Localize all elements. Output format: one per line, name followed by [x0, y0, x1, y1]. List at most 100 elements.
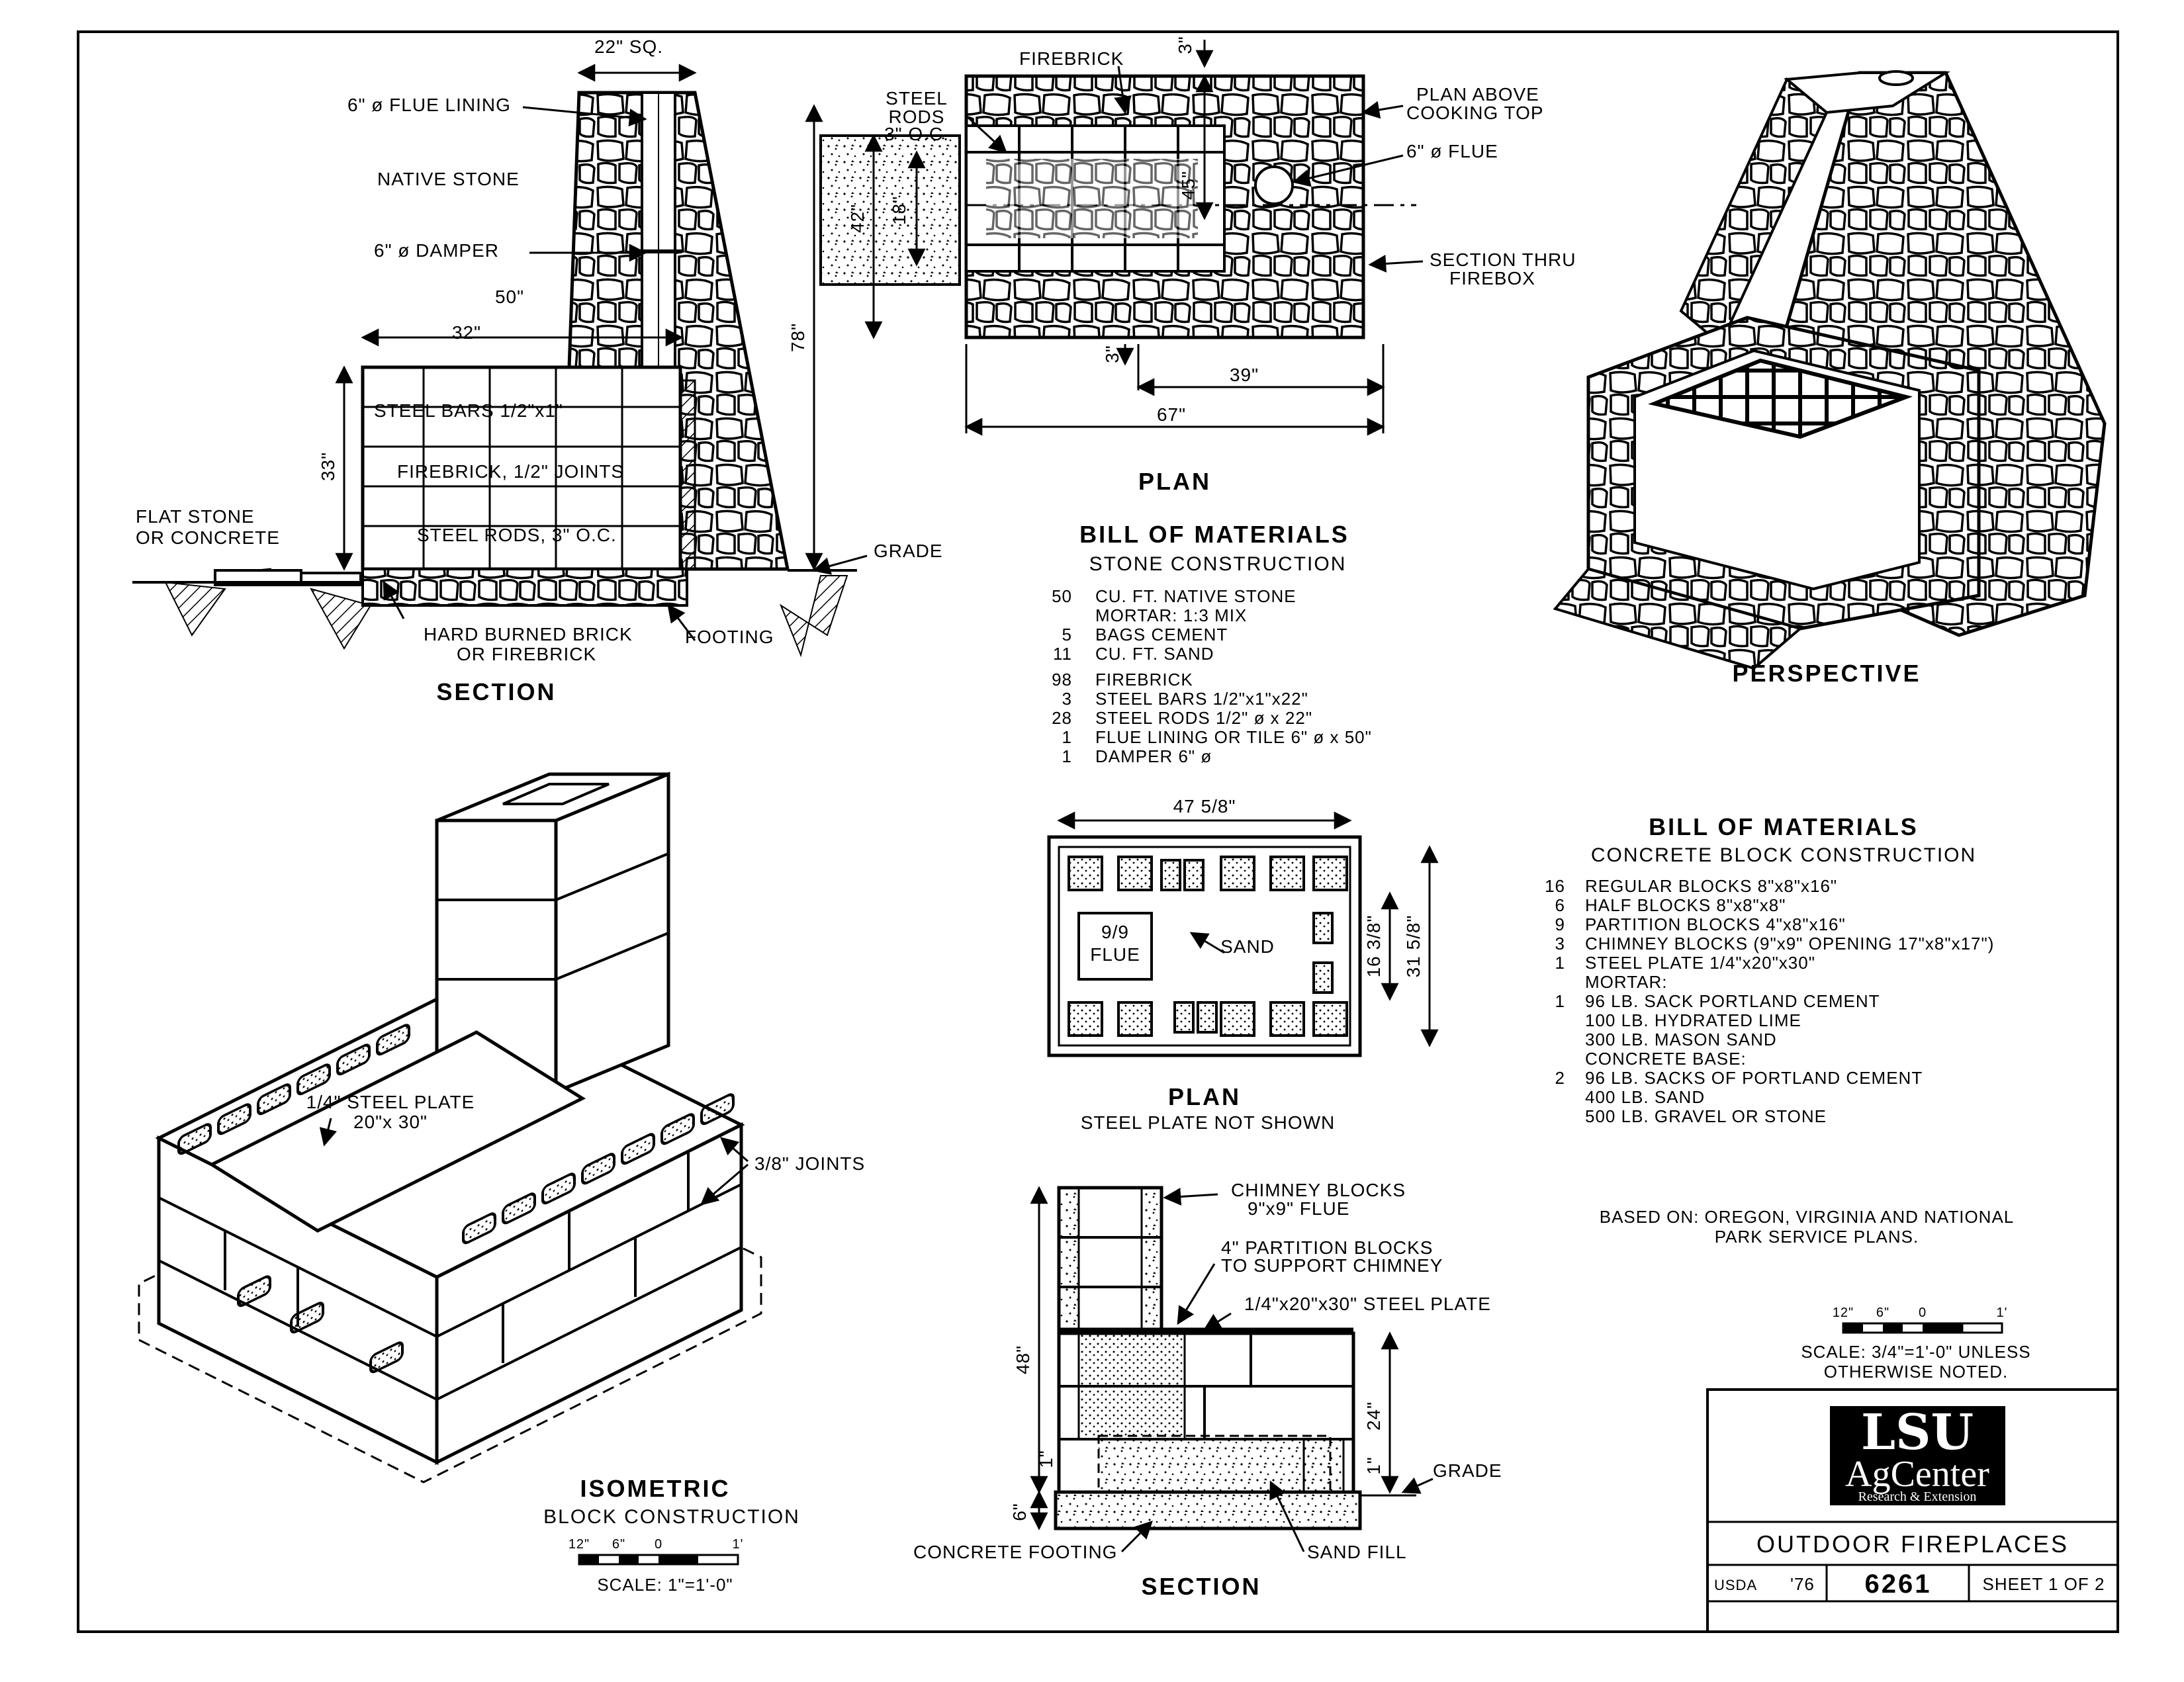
bom-stone-row-item: CU. FT. NATIVE STONE	[1095, 586, 1297, 606]
block-hole	[581, 1153, 615, 1185]
section-firebrick-label: FIREBRICK, 1/2" JOINTS	[397, 461, 624, 482]
bom-stone-title: BILL OF MATERIALS	[1079, 521, 1349, 548]
perspective-drawing	[1553, 70, 2107, 670]
block-hole	[217, 1103, 251, 1135]
block-cell	[1220, 1001, 1255, 1037]
bom-block-row-qty: 6	[1555, 895, 1565, 915]
block-cell	[1269, 1001, 1305, 1037]
plan-3in-bottom-label: 3"	[1102, 345, 1122, 363]
section-flue-lining-label: 6" ø FLUE LINING	[347, 95, 511, 115]
bom-stone-row-item: MORTAR: 1:3 MIX	[1095, 605, 1247, 625]
plan-steel-rods-label: STEEL	[886, 88, 948, 109]
bom-block-subtitle: CONCRETE BLOCK CONSTRUCTION	[1591, 844, 1976, 866]
block-plan-subtitle: STEEL PLATE NOT SHOWN	[1081, 1112, 1336, 1133]
plan-67in-label: 67"	[1157, 404, 1186, 425]
agency-label: USDA	[1714, 1577, 1757, 1593]
block-plan-title: PLAN	[1168, 1083, 1241, 1110]
bsec-partition-label: 4" PARTITION BLOCKS	[1221, 1237, 1433, 1258]
bom-block-row-qty: 2	[1555, 1068, 1565, 1088]
logo-agcenter-text: AgCenter	[1845, 1454, 1989, 1495]
plan-steel-rods-label-2: RODS	[889, 107, 945, 127]
sheet-border	[77, 30, 2119, 1633]
bom-stone-row-qty: 11	[1053, 644, 1072, 664]
plan-title: PLAN	[1138, 468, 1211, 495]
plan-3in-top-label: 3"	[1175, 36, 1195, 54]
block-hole	[296, 1063, 331, 1096]
block-hole	[257, 1083, 291, 1116]
block-section-drawing	[1030, 1186, 1433, 1553]
block-cell	[1117, 856, 1153, 891]
bsec-1in-left-label: 1"	[1036, 1450, 1056, 1468]
bsec-grade-label: GRADE	[1433, 1460, 1502, 1481]
block-plan-flue-label-2: FLUE	[1090, 944, 1140, 965]
plan-steel-rods-label-3: 3" O.C.	[884, 124, 949, 144]
block-cell	[1312, 856, 1348, 891]
plan-above-top-label-2: COOKING TOP	[1406, 103, 1544, 123]
block-hole	[369, 1341, 404, 1374]
main-scale-line-1: SCALE: 3/4"=1'-0" UNLESS	[1801, 1342, 2030, 1362]
bom-stone-row-item: BAGS CEMENT	[1095, 625, 1228, 644]
bom-stone-row-qty: 28	[1052, 708, 1072, 728]
bom-block-row-qty: 1	[1555, 953, 1565, 973]
partition-cell	[1197, 1001, 1218, 1034]
block-plan-h2-label: 31 5/8"	[1403, 915, 1424, 978]
isometric-title: ISOMETRIC	[580, 1475, 730, 1502]
section-hard-brick-label: HARD BURNED BRICK	[424, 624, 633, 644]
bsec-h24-label: 24"	[1363, 1401, 1384, 1431]
block-cell	[1068, 1001, 1103, 1037]
bom-block-row-item: 100 LB. HYDRATED LIME	[1585, 1010, 1801, 1030]
block-plan-h1-label: 16 3/8"	[1363, 915, 1384, 978]
based-on-line-2: PARK SERVICE PLANS.	[1715, 1227, 1919, 1247]
section-damper-label: 6" ø DAMPER	[374, 240, 499, 261]
stone-plan-drawing	[819, 40, 1424, 436]
bom-stone-row-qty: 3	[1062, 689, 1072, 709]
section-flat-stone-label-2: OR CONCRETE	[136, 527, 280, 548]
block-cell	[1117, 1001, 1153, 1037]
block-cell	[1220, 856, 1255, 891]
block-hole	[700, 1093, 735, 1126]
isometric-drawing	[138, 772, 762, 1483]
section-steel-bars-label: STEEL BARS 1/2"x1"	[374, 400, 563, 421]
year-label: '76	[1790, 1574, 1815, 1594]
partition-cell	[1312, 912, 1334, 944]
bom-block-row-qty: 3	[1555, 934, 1565, 953]
block-section-title: SECTION	[1141, 1573, 1261, 1600]
main-scale-line-2: OTHERWISE NOTED.	[1824, 1362, 2008, 1382]
bom-block-row-qty: 16	[1545, 876, 1565, 896]
block-hole	[621, 1133, 655, 1165]
plan-firebrick-label: FIREBRICK	[1019, 48, 1124, 69]
section-hard-brick-label-2: OR FIREBRICK	[457, 644, 596, 664]
block-hole	[336, 1043, 371, 1076]
bom-block-row-item: 500 LB. GRAVEL OR STONE	[1585, 1106, 1827, 1126]
bom-stone-row-item: FLUE LINING OR TILE 6" ø x 50"	[1095, 727, 1372, 747]
bom-block-row-item: 400 LB. SAND	[1585, 1087, 1705, 1107]
bsec-chimney-label: CHIMNEY BLOCKS	[1231, 1180, 1406, 1200]
bom-block-row-item: 96 LB. SACK PORTLAND CEMENT	[1585, 991, 1880, 1011]
bom-stone-row-qty: 1	[1062, 746, 1072, 766]
logo-lsu-text: LSU	[1861, 1404, 1974, 1461]
perspective-title: PERSPECTIVE	[1732, 660, 1921, 687]
block-hole	[541, 1173, 576, 1205]
partition-cell	[1173, 1001, 1195, 1034]
iso-scale-tick-12: 12"	[569, 1537, 590, 1552]
partition-cell	[1183, 859, 1205, 891]
bom-stone-row-qty: 5	[1062, 625, 1072, 644]
bom-block-row-item: PARTITION BLOCKS 4"x8"x16"	[1585, 914, 1846, 934]
iso-plate-label-2: 20"x 30"	[353, 1112, 428, 1132]
block-plan-width-label: 47 5/8"	[1173, 796, 1236, 817]
plan-above-top-label: PLAN ABOVE	[1416, 84, 1539, 105]
section-h33-label: 33"	[318, 452, 338, 481]
section-w50-label: 50"	[495, 287, 524, 307]
bom-stone-row-qty: 1	[1062, 727, 1072, 747]
block-hole	[237, 1275, 271, 1307]
section-grade-label: GRADE	[874, 541, 943, 561]
section-flat-stone-label: FLAT STONE	[136, 506, 255, 527]
section-w32-label: 32"	[452, 322, 481, 343]
bom-block-row-qty: 1	[1555, 991, 1565, 1011]
bsec-sand-fill-label: SAND FILL	[1307, 1542, 1407, 1562]
block-plan-sand-label: SAND	[1220, 936, 1275, 957]
block-hole	[502, 1192, 536, 1225]
iso-joints-label: 3/8" JOINTS	[754, 1153, 865, 1174]
